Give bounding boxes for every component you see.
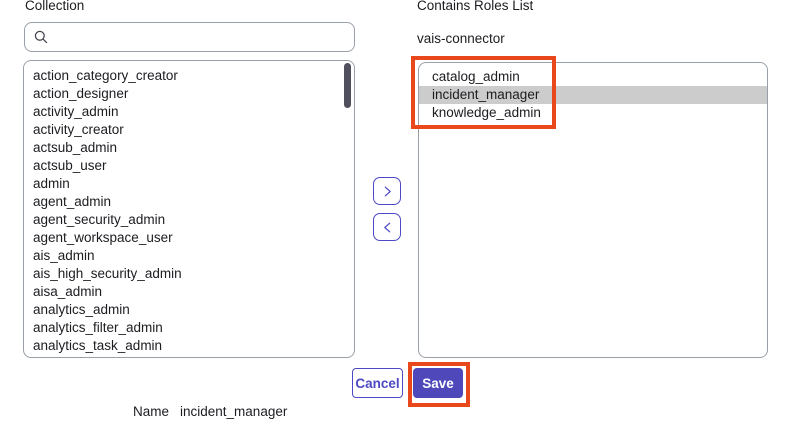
name-row: Name incident_manager bbox=[133, 404, 287, 419]
name-label: Name bbox=[133, 404, 170, 419]
search-icon bbox=[33, 29, 49, 45]
chevron-left-icon bbox=[381, 221, 394, 234]
move-right-button[interactable] bbox=[373, 177, 401, 205]
list-item[interactable]: agent_workspace_user bbox=[33, 230, 173, 245]
list-item[interactable]: ais_high_security_admin bbox=[33, 266, 182, 281]
list-item[interactable]: actsub_user bbox=[33, 158, 107, 173]
group-name-label: vais-connector bbox=[417, 31, 505, 46]
list-item[interactable]: agent_security_admin bbox=[33, 212, 166, 227]
collection-search-box[interactable] bbox=[24, 22, 355, 52]
list-item[interactable]: analytics_viewer bbox=[24, 355, 354, 357]
list-item[interactable]: incident_manager bbox=[419, 86, 767, 104]
list-item[interactable]: agent_admin bbox=[33, 194, 112, 209]
list-item[interactable]: analytics_admin bbox=[33, 302, 130, 317]
list-item[interactable]: admin bbox=[33, 176, 70, 191]
list-item[interactable]: ais_admin bbox=[33, 248, 95, 263]
cancel-button[interactable]: Cancel bbox=[352, 368, 403, 398]
list-item[interactable]: activity_creator bbox=[33, 122, 124, 137]
list-item[interactable]: actsub_admin bbox=[33, 140, 118, 155]
list-item[interactable]: aisa_admin bbox=[33, 284, 103, 299]
search-input[interactable] bbox=[55, 29, 346, 45]
list-item[interactable]: knowledge_admin bbox=[432, 105, 541, 120]
collection-label: Collection bbox=[25, 0, 85, 13]
list-item[interactable]: activity_admin bbox=[33, 104, 119, 119]
list-item[interactable]: analytics_filter_admin bbox=[33, 320, 163, 335]
contains-roles-label: Contains Roles List bbox=[417, 0, 534, 13]
name-value: incident_manager bbox=[180, 404, 288, 419]
chevron-right-icon bbox=[381, 185, 394, 198]
list-item[interactable]: catalog_admin bbox=[432, 69, 520, 84]
list-item[interactable]: action_category_creator bbox=[33, 68, 178, 83]
list-item[interactable]: analytics_task_admin bbox=[33, 338, 163, 353]
save-button[interactable]: Save bbox=[413, 368, 463, 398]
move-left-button[interactable] bbox=[373, 213, 401, 241]
list-item[interactable]: action_designer bbox=[33, 86, 129, 101]
scrollbar-thumb[interactable] bbox=[344, 63, 351, 108]
